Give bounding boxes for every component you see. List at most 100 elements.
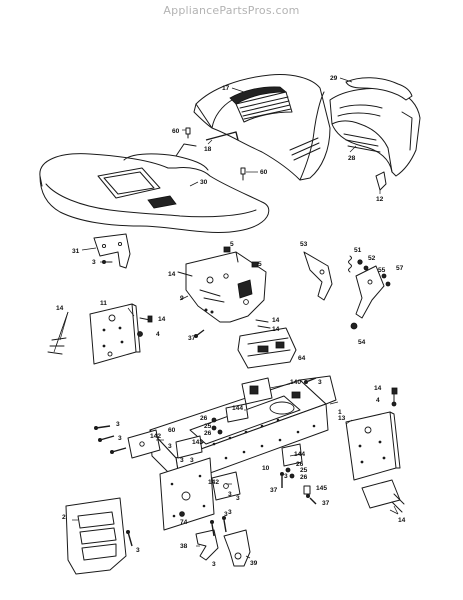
leader-lines bbox=[53, 77, 399, 559]
callout-30: 30 bbox=[200, 179, 208, 186]
washers-52-57[interactable] bbox=[357, 259, 391, 287]
wire-harness-part-64[interactable] bbox=[237, 327, 297, 369]
bolt-part-37-center[interactable] bbox=[280, 472, 284, 488]
bracket-part-140[interactable] bbox=[241, 377, 273, 405]
nut-part-74[interactable] bbox=[179, 511, 185, 517]
screw-part-14-right[interactable] bbox=[391, 387, 398, 403]
nut-part-4b[interactable] bbox=[391, 401, 397, 407]
callout-14: 14 bbox=[272, 317, 280, 324]
callout-26: 26 bbox=[300, 474, 308, 481]
callout-37: 37 bbox=[188, 335, 196, 342]
bolt-part-5b[interactable] bbox=[251, 261, 259, 268]
callout-142: 142 bbox=[208, 479, 219, 486]
bracket-part-31[interactable] bbox=[93, 233, 131, 269]
dash-plate-part-9[interactable] bbox=[185, 251, 267, 323]
callout-3: 3 bbox=[236, 495, 240, 502]
screw-60-b[interactable] bbox=[240, 167, 246, 181]
callout-3: 3 bbox=[92, 259, 96, 266]
axle-plate-part[interactable] bbox=[159, 457, 215, 531]
callout-25: 25 bbox=[300, 467, 308, 474]
watermark-text: AppliancePartsPros.com bbox=[163, 4, 300, 17]
bolt-part-145[interactable] bbox=[303, 485, 311, 495]
callout-3: 3 bbox=[168, 443, 172, 450]
dash-panel-part[interactable] bbox=[329, 87, 421, 177]
bolt-part-37-right[interactable] bbox=[306, 494, 317, 505]
callout-4: 4 bbox=[376, 397, 380, 404]
callout-74: 74 bbox=[180, 519, 188, 526]
bracket-part-55[interactable] bbox=[355, 265, 385, 319]
side-plate-part-13[interactable] bbox=[345, 411, 401, 481]
bracket-part-142a[interactable] bbox=[127, 429, 161, 459]
callout-3: 3 bbox=[224, 511, 228, 518]
callout-60: 60 bbox=[260, 169, 268, 176]
screws-14-left[interactable] bbox=[47, 337, 67, 355]
callout-1: 1 bbox=[338, 409, 342, 416]
bracket-part-38[interactable] bbox=[195, 529, 219, 561]
bracket-part-143[interactable] bbox=[175, 435, 203, 459]
callout-14: 14 bbox=[56, 305, 64, 312]
pedal-link-part-53[interactable] bbox=[303, 251, 333, 301]
callout-3: 3 bbox=[318, 379, 322, 386]
callout-144: 144 bbox=[232, 405, 243, 412]
fender-deck-part[interactable] bbox=[39, 143, 270, 233]
hood-bracket-part[interactable] bbox=[205, 131, 239, 141]
clip-part-12[interactable] bbox=[375, 171, 387, 191]
callout-3: 3 bbox=[228, 491, 232, 498]
callout-12: 12 bbox=[376, 196, 384, 203]
side-plate-part-11[interactable] bbox=[89, 303, 141, 365]
callout-31: 31 bbox=[72, 248, 80, 255]
callout-3: 3 bbox=[228, 509, 232, 516]
front-plate-part-2[interactable] bbox=[65, 497, 127, 575]
callout-142: 142 bbox=[150, 433, 161, 440]
callout-29: 29 bbox=[330, 75, 338, 82]
callout-140: 140 bbox=[290, 379, 301, 386]
callout-5: 5 bbox=[230, 241, 234, 248]
bracket-part-39[interactable] bbox=[223, 529, 251, 567]
screws-14-right[interactable] bbox=[255, 319, 271, 329]
callout-3: 3 bbox=[118, 435, 122, 442]
callout-17: 17 bbox=[222, 85, 230, 92]
dash-trim-part[interactable] bbox=[345, 77, 413, 101]
callout-4: 4 bbox=[156, 331, 160, 338]
callout-60: 60 bbox=[172, 128, 180, 135]
callout-14: 14 bbox=[374, 385, 382, 392]
callout-3: 3 bbox=[212, 561, 216, 568]
callout-5: 5 bbox=[258, 261, 262, 268]
hood-part[interactable] bbox=[193, 74, 331, 181]
callout-54: 54 bbox=[358, 339, 366, 346]
screw-part-14a[interactable] bbox=[177, 271, 193, 277]
screw-60-a[interactable] bbox=[185, 127, 191, 139]
nut-part-54[interactable] bbox=[350, 322, 358, 330]
nut-part-4a[interactable] bbox=[137, 331, 143, 337]
bolts-part-3-rear[interactable] bbox=[304, 377, 317, 384]
bolts-part-3-left[interactable] bbox=[94, 425, 127, 454]
callout-14: 14 bbox=[272, 326, 280, 333]
callout-26: 26 bbox=[204, 430, 212, 437]
screws-14-lower-right[interactable] bbox=[391, 493, 405, 513]
bracket-part-144b[interactable] bbox=[281, 443, 303, 467]
bracket-part-142b[interactable] bbox=[211, 471, 241, 501]
small-parts-25-26[interactable] bbox=[211, 417, 295, 479]
bracket-part-144a[interactable] bbox=[225, 403, 249, 423]
callout-143: 143 bbox=[192, 439, 203, 446]
callout-25: 25 bbox=[204, 423, 212, 430]
callout-3: 3 bbox=[116, 421, 120, 428]
callout-60: 60 bbox=[168, 427, 176, 434]
callout-3: 3 bbox=[180, 457, 184, 464]
bolt-part-3-front[interactable] bbox=[126, 530, 133, 547]
bolt-37-left[interactable] bbox=[194, 329, 205, 338]
callout-10: 10 bbox=[262, 465, 270, 472]
callout-18: 18 bbox=[204, 146, 212, 153]
callout-3: 3 bbox=[136, 547, 140, 554]
callout-9: 9 bbox=[180, 295, 184, 302]
screw-14-upper[interactable] bbox=[139, 315, 153, 323]
callout-14: 14 bbox=[158, 316, 166, 323]
bolts-part-3-bottom[interactable] bbox=[210, 516, 227, 537]
bolt-part-5a[interactable] bbox=[223, 246, 231, 253]
callout-14: 14 bbox=[398, 517, 406, 524]
callout-26: 26 bbox=[296, 461, 304, 468]
callout-3: 3 bbox=[190, 457, 194, 464]
spring-part-51[interactable] bbox=[348, 255, 352, 273]
callout-2: 2 bbox=[62, 514, 66, 521]
